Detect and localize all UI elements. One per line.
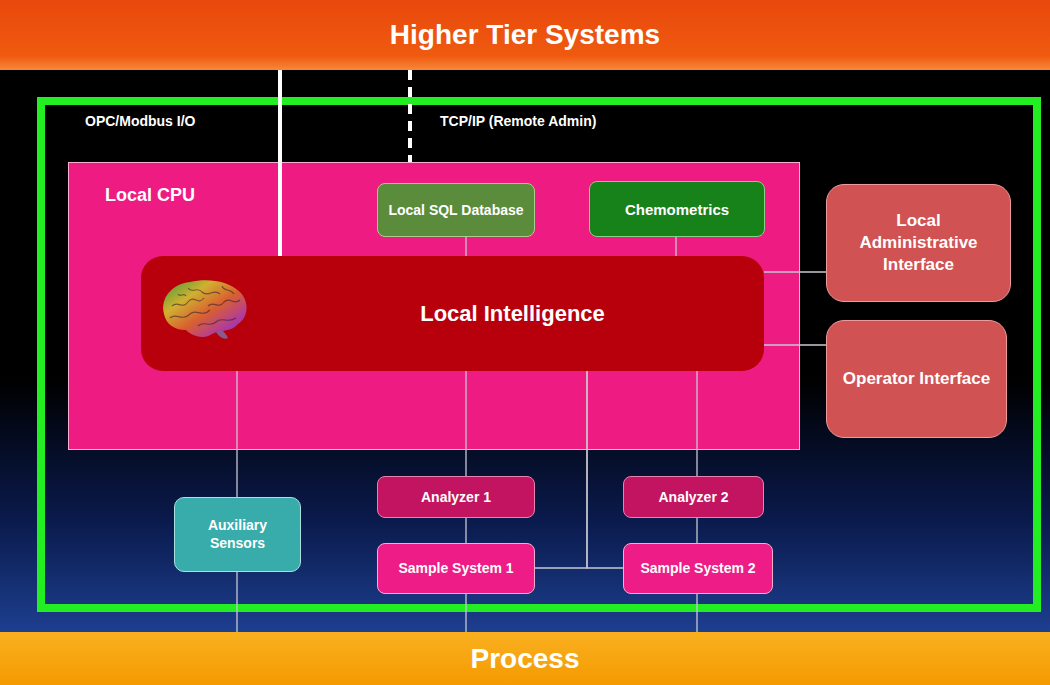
- node-text: Analyzer 1: [421, 489, 491, 505]
- connector-line: [236, 371, 237, 497]
- interface-box: Local Administrative Interface: [826, 184, 1011, 302]
- connector-line: [696, 371, 697, 476]
- brain-illustration: [158, 276, 250, 342]
- node-text: Local Administrative Interface: [839, 210, 998, 276]
- connector-line: [278, 70, 282, 256]
- connector-line: [465, 237, 466, 256]
- sensor-box: Auxiliary Sensors: [174, 497, 301, 572]
- node-text: Auxiliary Sensors: [183, 517, 292, 552]
- interface-label: OPC/Modbus I/O: [85, 113, 195, 129]
- node-text: Analyzer 2: [658, 489, 728, 505]
- process-band: Process: [0, 632, 1050, 685]
- connector-line: [764, 344, 826, 345]
- node-text: Local SQL Database: [388, 202, 523, 219]
- connector-line: [587, 371, 623, 568]
- connector-line: [465, 594, 466, 632]
- interface-label: TCP/IP (Remote Admin): [440, 113, 596, 129]
- green-boundary: [41, 101, 1037, 608]
- tier-band: Higher Tier Systems: [0, 0, 1050, 70]
- sample-box: Sample System 2: [623, 543, 773, 594]
- node-text: Local Intelligence: [420, 301, 605, 327]
- node-text: Sample System 1: [398, 560, 513, 577]
- connector-line: [535, 371, 587, 568]
- connector-line: [236, 572, 237, 632]
- connector-line: [696, 594, 697, 632]
- connector-line: [465, 371, 466, 476]
- node-text: Process: [471, 643, 580, 675]
- analyzer-box: Analyzer 2: [623, 476, 764, 518]
- connector-line: [465, 518, 466, 543]
- node-text: Chemometrics: [625, 201, 729, 218]
- node-text: Higher Tier Systems: [390, 19, 660, 51]
- connector-line: [764, 271, 826, 272]
- interface-box: Operator Interface: [826, 320, 1007, 438]
- connector-line: [675, 237, 676, 256]
- analyzer-box: Analyzer 1: [377, 476, 535, 518]
- node-text: Sample System 2: [640, 560, 755, 577]
- sample-box: Sample System 1: [377, 543, 535, 594]
- connector-line: [696, 518, 697, 543]
- database-box: Local SQL Database: [377, 183, 535, 237]
- module-box: Chemometrics: [589, 181, 765, 237]
- connector-line: [408, 70, 412, 162]
- node-text: Operator Interface: [843, 368, 990, 390]
- node-text: Local CPU: [105, 185, 195, 206]
